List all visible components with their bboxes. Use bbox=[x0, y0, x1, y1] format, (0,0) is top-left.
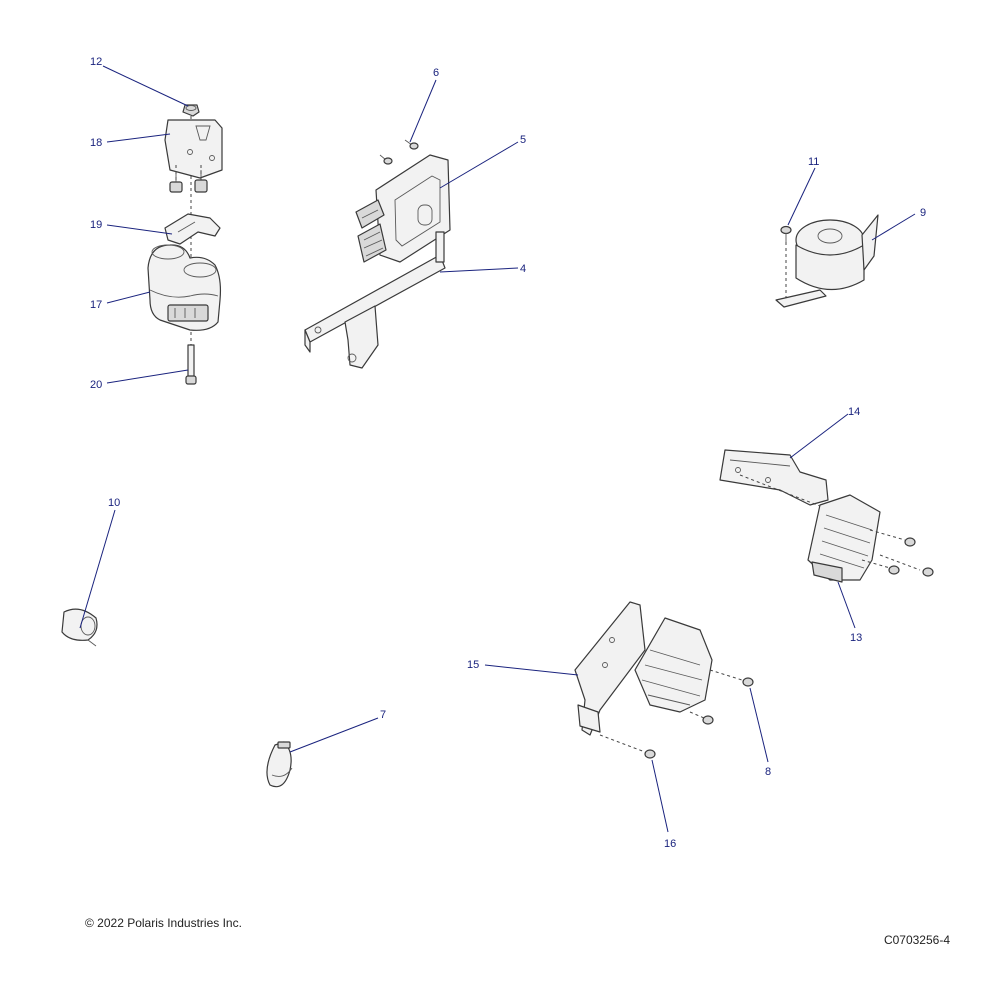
part-15-regulator bbox=[634, 617, 713, 713]
callout-8: 8 bbox=[765, 766, 771, 778]
part-20-bolt bbox=[185, 344, 197, 385]
callout-18: 18 bbox=[90, 137, 102, 149]
callout-14: 14 bbox=[848, 406, 860, 418]
callout-17: 17 bbox=[90, 299, 102, 311]
copyright-text: © 2022 Polaris Industries Inc. bbox=[85, 916, 242, 930]
part-18-bracket bbox=[164, 119, 223, 179]
part-18-bolts bbox=[169, 165, 208, 193]
leader-lines bbox=[79, 65, 916, 833]
callout-20: 20 bbox=[90, 379, 102, 391]
callout-9: 9 bbox=[920, 207, 926, 219]
callout-13: 13 bbox=[850, 632, 862, 644]
part-7-cable-tie bbox=[266, 741, 293, 788]
part-14-bracket bbox=[719, 449, 829, 506]
callout-6: 6 bbox=[433, 67, 439, 79]
part-15-bracket bbox=[574, 601, 646, 736]
callout-5: 5 bbox=[520, 134, 526, 146]
callout-4: 4 bbox=[520, 263, 526, 275]
callout-11: 11 bbox=[808, 156, 819, 168]
callout-16: 16 bbox=[664, 838, 676, 850]
part-19-clip bbox=[164, 213, 221, 245]
part-5-ecu bbox=[355, 154, 451, 263]
callout-12: 12 bbox=[90, 56, 102, 68]
part-6-screws bbox=[379, 139, 419, 165]
callout-15: 15 bbox=[467, 659, 479, 671]
part-10-sensor bbox=[61, 608, 98, 647]
part-13-regulator bbox=[807, 494, 881, 583]
part-4-bracket bbox=[304, 231, 446, 369]
part-17-ignition-coil bbox=[147, 244, 222, 331]
callout-19: 19 bbox=[90, 219, 102, 231]
diagram-code: C0703256-4 bbox=[884, 933, 950, 947]
part-12-nut bbox=[182, 104, 200, 117]
callout-7: 7 bbox=[380, 709, 386, 721]
part-9-horn bbox=[775, 214, 879, 308]
part-16-bolt bbox=[599, 734, 656, 759]
part-8-bolts bbox=[689, 669, 754, 725]
callout-labels: 12 18 19 17 20 6 5 4 11 9 14 13 10 15 7 … bbox=[90, 56, 926, 850]
part-13-bolts bbox=[861, 529, 934, 577]
callout-10: 10 bbox=[108, 497, 120, 509]
part-11-screw bbox=[780, 225, 792, 300]
